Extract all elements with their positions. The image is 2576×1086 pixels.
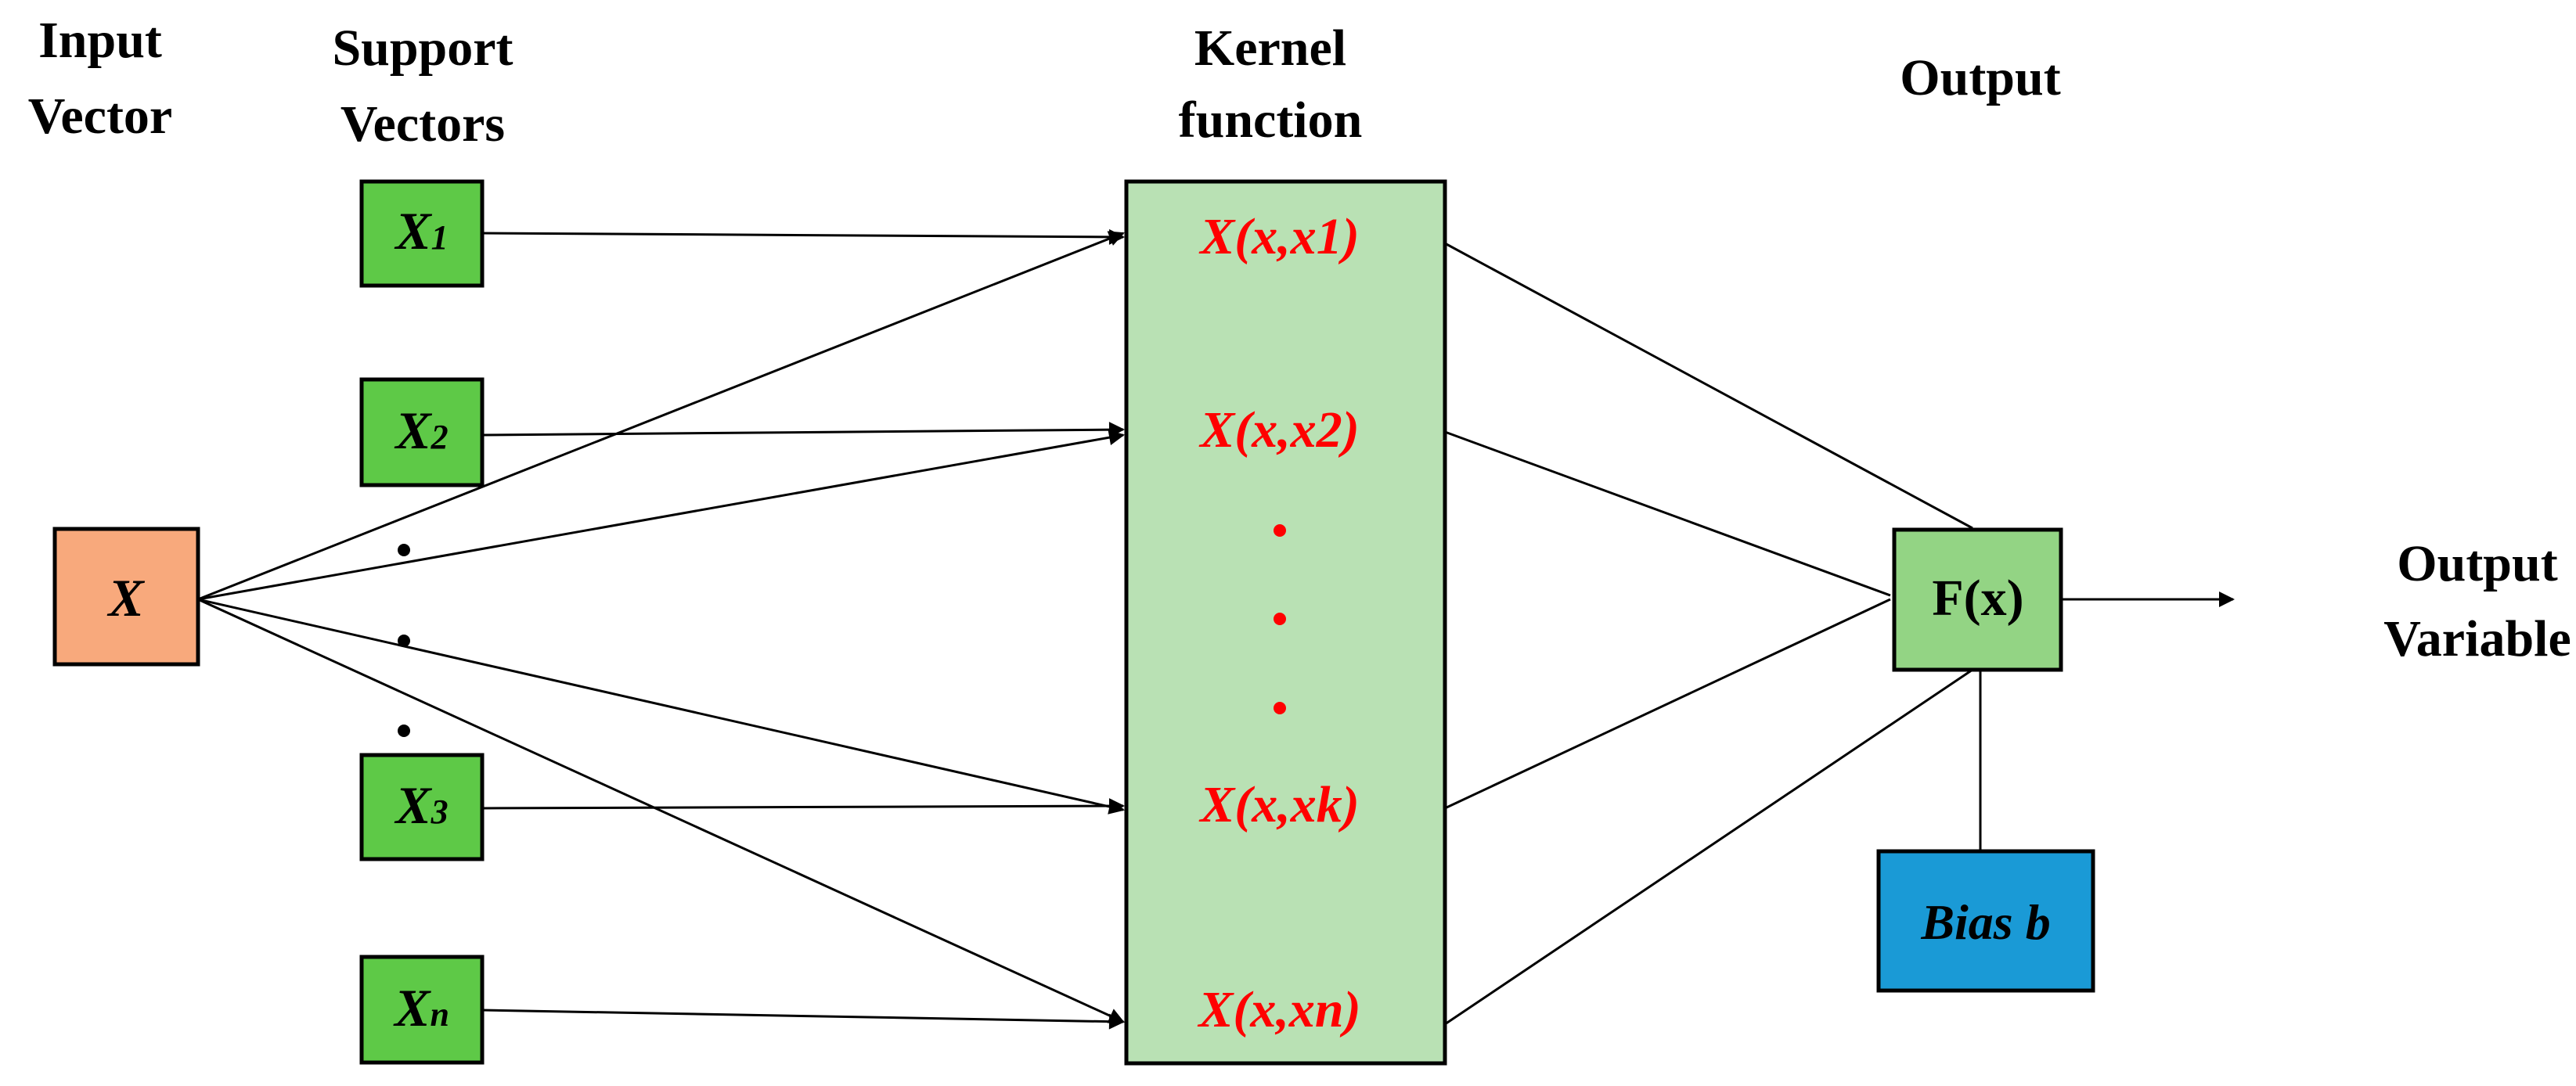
output-header: Output [1900, 49, 2060, 106]
kernel-function-header-line2: function [1179, 92, 1363, 149]
kernel-entry-1: X(x,x1) [1198, 208, 1359, 265]
column-headers: Input Vector Support Vectors Kernel func… [28, 12, 2571, 667]
support-vector-box-2: X2 [359, 377, 485, 487]
output-variable-label-line1: Output [2397, 535, 2557, 592]
support-3-to-kernel-arrow [481, 798, 1125, 814]
input-vector-header-line2: Vector [28, 88, 172, 145]
input-vector-header-line1: Input [38, 12, 162, 69]
support-vector-3-label: X3 [394, 775, 448, 835]
support-vector-2-label: X2 [394, 401, 448, 460]
output-variable-label-line2: Variable [2383, 610, 2571, 667]
support-vector-box-3: X3 [359, 753, 485, 861]
input-to-kernel-2-arrow [197, 430, 1125, 601]
support-vector-box-n: Xn [359, 955, 485, 1065]
bias-label: Bias b [1920, 894, 2050, 950]
kernel-entry-k: X(x,xk) [1198, 776, 1359, 833]
support-n-to-kernel-arrow [481, 1009, 1125, 1030]
support-vectors-header-line1: Support [332, 20, 513, 77]
bias-box: Bias b [1876, 849, 2095, 993]
support-2-to-kernel-arrow [481, 422, 1125, 438]
support-vector-box-1: X1 [359, 179, 485, 288]
input-vector-box: X [52, 527, 200, 667]
support-1-to-kernel-arrow [481, 228, 1125, 245]
kernel-function-box: X(x,x1) X(x,x2) X(x,xk) X(x,xn) [1124, 179, 1447, 1066]
input-vector-label: X [106, 568, 145, 628]
input-to-kernel-k-arrow [197, 598, 1125, 814]
input-to-kernel-1-arrow [197, 231, 1125, 601]
support-vector-1-label: X1 [394, 201, 448, 261]
connections [197, 228, 2235, 1030]
kernel-n-to-output-line [1444, 668, 1973, 1026]
kernel-entry-n: X(x,xn) [1197, 981, 1360, 1038]
input-to-kernel-n-arrow [197, 598, 1125, 1023]
kernel-entry-2: X(x,x2) [1198, 401, 1359, 458]
support-vectors-header-line2: Vectors [340, 95, 505, 153]
kernel-2-to-output-line [1444, 430, 1891, 597]
output-box: F(x) [1892, 527, 2063, 672]
support-vector-n-label: Xn [393, 978, 449, 1037]
kernel-k-to-output-line [1444, 598, 1891, 810]
support-vectors-ellipsis [398, 544, 410, 737]
output-function-label: F(x) [1932, 570, 2023, 627]
kernel-ellipsis [1274, 524, 1286, 714]
kernel-1-to-output-line [1444, 242, 1973, 530]
kernel-function-header-line1: Kernel [1194, 20, 1346, 77]
